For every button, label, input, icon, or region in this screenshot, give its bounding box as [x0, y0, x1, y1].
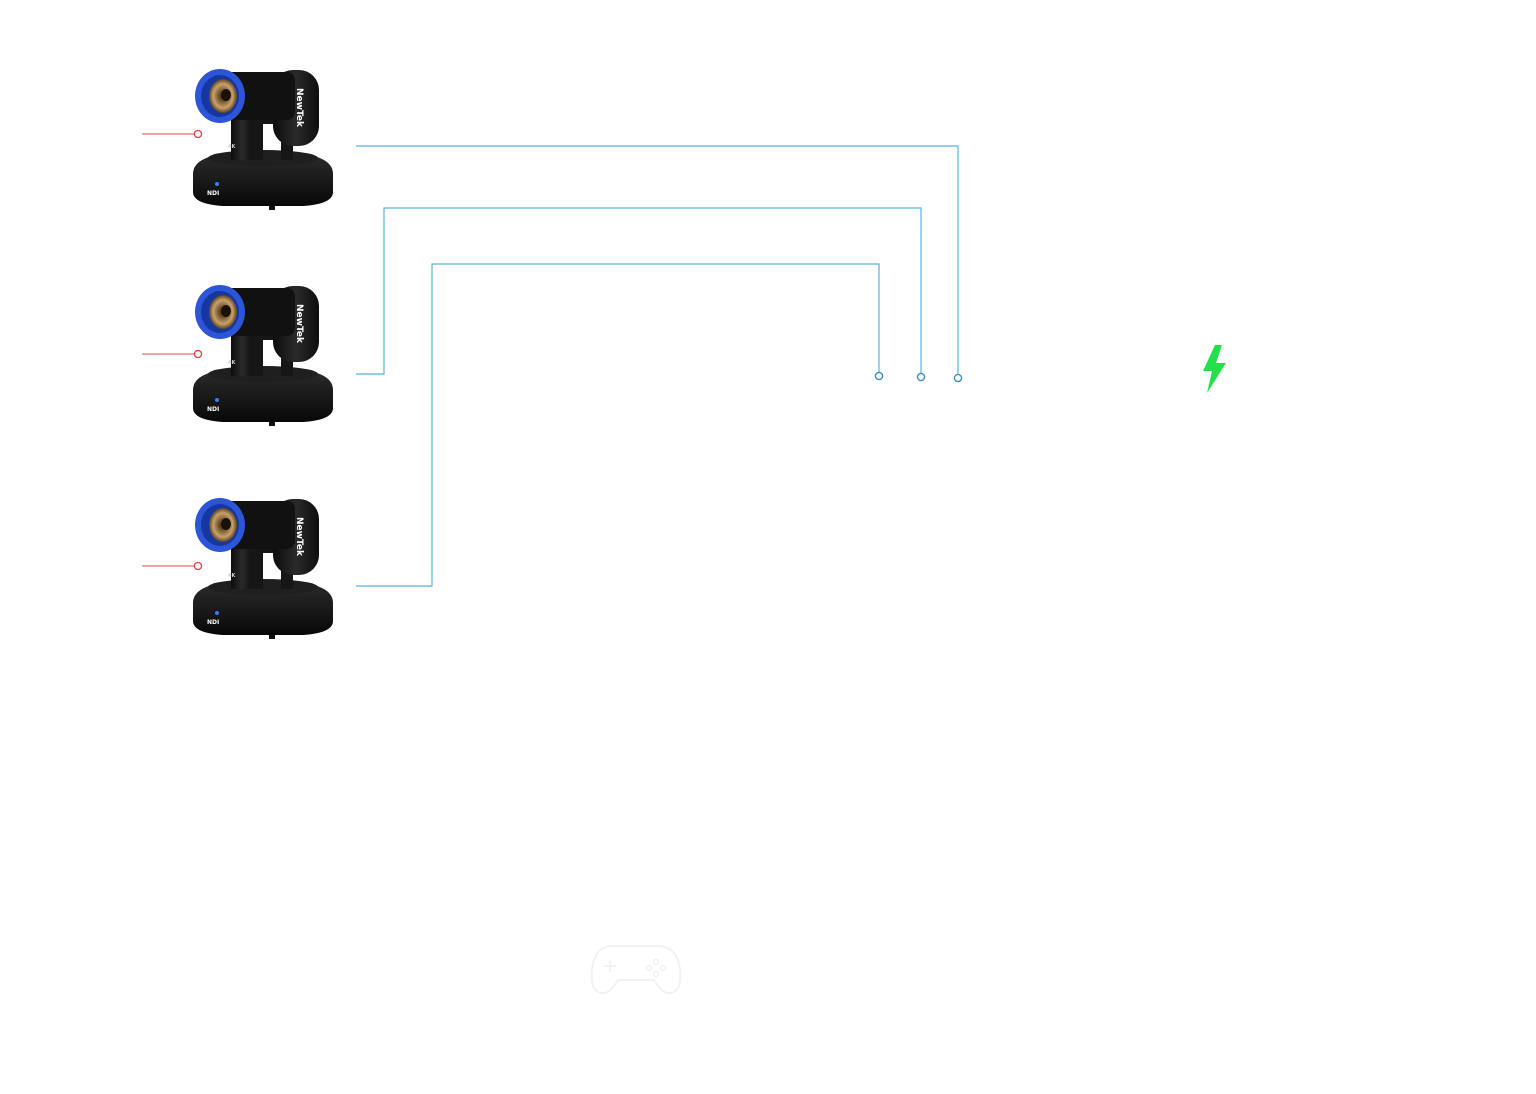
cable-route-camera-3 [356, 263, 880, 587]
lightning-bolt-icon [1203, 345, 1226, 393]
camera-brand-label: NewTek [294, 88, 304, 128]
camera-badge-label: NDI [207, 190, 219, 197]
camera-resolution-label: 4K [228, 360, 236, 366]
port-connectors [874, 371, 963, 383]
camera-brand-label: NewTek [294, 517, 304, 557]
camera-badge-label: NDI [207, 406, 219, 413]
camera-resolution-label: 4K [228, 573, 236, 579]
port-connector-2[interactable] [916, 372, 926, 382]
ptz-camera-3[interactable]: NewTek NDI 4K [193, 498, 333, 639]
cable-route-camera-1 [356, 145, 959, 374]
cable-route-camera-2 [356, 207, 922, 375]
control-connector-2[interactable] [193, 349, 203, 359]
port-connector-3[interactable] [953, 373, 963, 383]
port-connector-1[interactable] [874, 371, 884, 381]
ptz-camera-1[interactable]: NewTek NDI 4K [193, 69, 333, 210]
control-connectors [193, 129, 203, 571]
ptz-camera-2[interactable]: NewTek NDI 4K [193, 285, 333, 426]
camera-resolution-label: 4K [228, 144, 236, 150]
control-lines [142, 133, 195, 567]
camera-badge-label: NDI [207, 619, 219, 626]
camera-brand-label: NewTek [294, 304, 304, 344]
cable-routes [356, 145, 959, 587]
game-controller-icon [590, 945, 682, 995]
control-connector-1[interactable] [193, 129, 203, 139]
control-connector-3[interactable] [193, 561, 203, 571]
